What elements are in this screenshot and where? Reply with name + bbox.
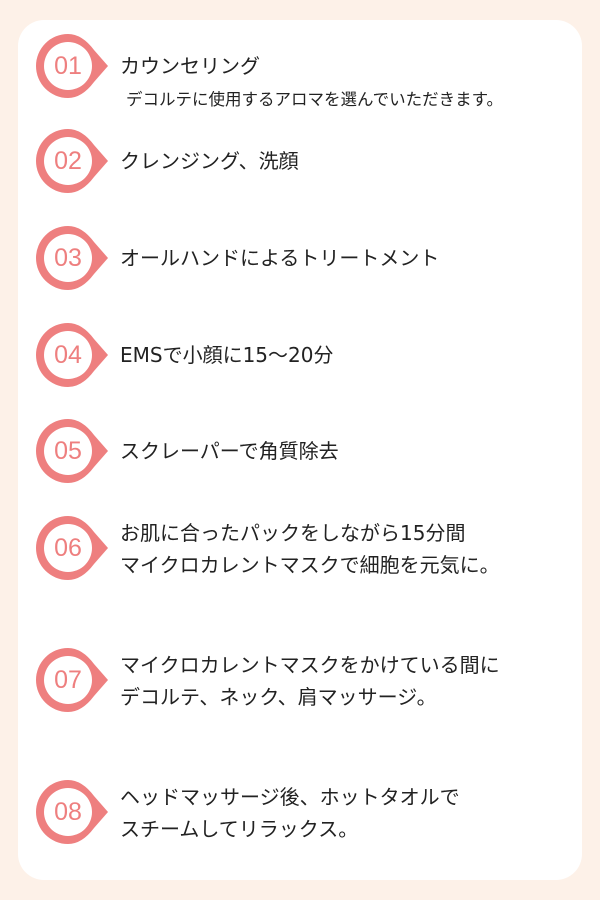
pin-marker-icon xyxy=(36,226,108,290)
pin-marker-icon xyxy=(36,34,108,98)
step-text: EMSで小顔に15〜20分 xyxy=(120,343,334,367)
steps-card xyxy=(18,20,582,880)
step-number: 03 xyxy=(54,244,82,272)
step-badge: 04 xyxy=(34,323,110,387)
step-badge: 01 xyxy=(34,34,110,98)
step-text: マイクロカレントマスクで細胞を元気に。 xyxy=(120,553,500,577)
step-number: 01 xyxy=(54,52,82,80)
step-text: ヘッドマッサージ後、ホットタオルで xyxy=(120,785,460,809)
step-badge: 03 xyxy=(34,226,110,290)
step-text: スクレーパーで角質除去 xyxy=(120,439,339,463)
step-badge: 02 xyxy=(34,129,110,193)
step-text: デコルテ、ネック、肩マッサージ。 xyxy=(120,685,437,709)
step-number: 06 xyxy=(54,534,82,562)
step-number: 04 xyxy=(54,341,82,369)
step-text: カウンセリング xyxy=(120,54,260,78)
step-number: 07 xyxy=(54,666,82,694)
pin-marker-icon xyxy=(36,516,108,580)
pin-marker-icon xyxy=(36,129,108,193)
pin-marker-icon xyxy=(36,419,108,483)
step-badge: 08 xyxy=(34,780,110,844)
step-text: マイクロカレントマスクをかけている間に xyxy=(120,653,500,677)
step-number: 05 xyxy=(54,437,82,465)
step-badge: 06 xyxy=(34,516,110,580)
step-text: スチームしてリラックス。 xyxy=(120,817,359,841)
step-number: 08 xyxy=(54,798,82,826)
pin-marker-icon xyxy=(36,648,108,712)
pin-marker-icon xyxy=(36,323,108,387)
step-badge: 05 xyxy=(34,419,110,483)
step-badge: 07 xyxy=(34,648,110,712)
step-text: クレンジング、洗顔 xyxy=(120,149,299,173)
step-subtext: デコルテに使用するアロマを選んでいただきます。 xyxy=(126,90,504,109)
step-number: 02 xyxy=(54,147,82,175)
step-text: お肌に合ったパックをしながら15分間 xyxy=(120,521,466,545)
pin-marker-icon xyxy=(36,780,108,844)
step-text: オールハンドによるトリートメント xyxy=(120,246,440,270)
